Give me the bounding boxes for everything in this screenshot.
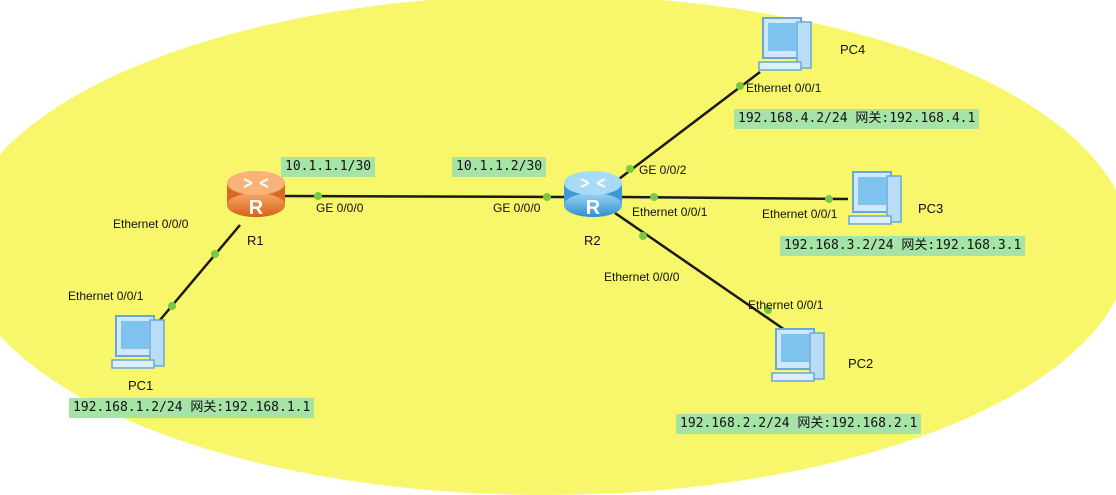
port-r1-ge000: GE 0/0/0 — [316, 201, 364, 215]
pc2-icon[interactable] — [768, 325, 828, 389]
router-r1-label: R1 — [247, 233, 264, 248]
port-dot — [543, 193, 551, 201]
port-pc1-eth001: Ethernet 0/0/1 — [68, 289, 144, 303]
pc1-icon[interactable] — [108, 312, 168, 376]
addr-pc3: 192.168.3.2/24 网关:192.168.3.1 — [780, 236, 1026, 256]
pc3-icon[interactable] — [845, 168, 905, 232]
addr-pc1: 192.168.1.2/24 网关:192.168.1.1 — [69, 398, 315, 418]
pc4-label: PC4 — [840, 42, 866, 57]
port-dot — [736, 82, 744, 90]
port-pc2-eth001: Ethernet 0/0/1 — [748, 298, 824, 312]
port-dot — [650, 193, 658, 201]
port-r2-eth000: Ethernet 0/0/0 — [604, 270, 680, 284]
router-r2-label: R2 — [584, 233, 601, 248]
port-dot — [825, 195, 833, 203]
addr-r2-wan: 10.1.1.2/30 — [452, 157, 547, 177]
port-dot — [639, 232, 647, 240]
addr-r1-wan: 10.1.1.1/30 — [281, 157, 376, 177]
links-layer — [159, 71, 849, 332]
addr-pc4: 192.168.4.2/24 网关:192.168.4.1 — [734, 109, 980, 129]
port-r2-ge000: GE 0/0/0 — [493, 201, 541, 215]
link-r1-r2 — [284, 194, 566, 199]
port-dot — [764, 306, 772, 314]
pc1-label: PC1 — [128, 378, 154, 393]
link-r2-pc3 — [619, 195, 849, 201]
router-r1-icon[interactable]: R — [225, 167, 287, 223]
port-dot — [211, 250, 219, 258]
router-r2-icon[interactable]: R — [562, 167, 624, 223]
port-dot — [314, 192, 322, 200]
port-dot — [168, 302, 176, 310]
port-dot — [626, 165, 634, 173]
port-r1-eth000: Ethernet 0/0/0 — [113, 217, 189, 231]
link-r2-pc4 — [614, 71, 761, 183]
port-r2-ge002: GE 0/0/2 — [639, 163, 687, 177]
port-pc4-eth001: Ethernet 0/0/1 — [746, 81, 822, 95]
pc3-label: PC3 — [918, 201, 944, 216]
router-r1-glyph: R — [249, 197, 264, 219]
pc2-label: PC2 — [848, 356, 874, 371]
addr-pc2: 192.168.2.2/24 网关:192.168.2.1 — [676, 414, 922, 434]
port-pc3-eth001: Ethernet 0/0/1 — [762, 207, 838, 221]
router-r2-glyph: R — [586, 197, 601, 219]
port-r2-eth001: Ethernet 0/0/1 — [632, 205, 708, 219]
pc4-icon[interactable] — [755, 14, 815, 78]
